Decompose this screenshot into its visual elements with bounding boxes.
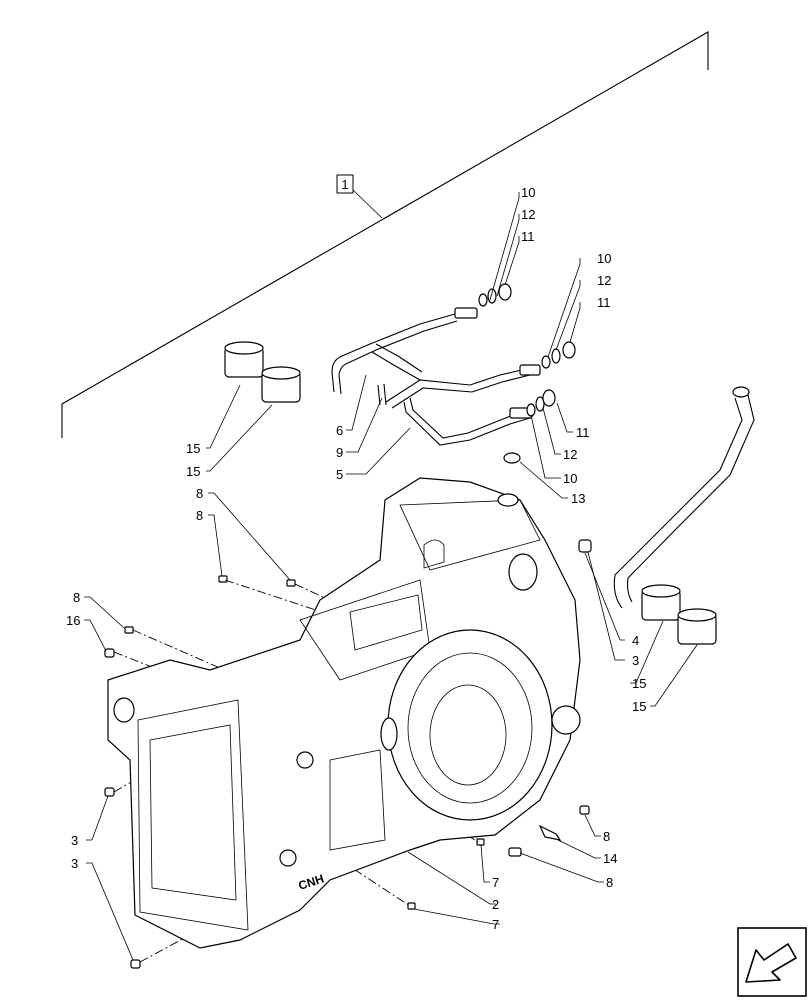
pipe-assembly [331,283,576,464]
assembly-bracket: 1 [61,31,709,438]
callout-4: 4 [632,633,639,648]
arrow-down-left-icon[interactable] [737,927,807,997]
bushing-left-upper [224,341,264,378]
callout-10: 10 [521,185,535,200]
callout-6: 6 [336,423,343,438]
callout-3: 3 [71,856,78,871]
callout-15: 15 [632,676,646,691]
callout-10: 10 [563,471,577,486]
leader-lines [84,192,698,961]
bushing-left-lower [261,366,301,403]
callout-16: 16 [66,613,80,628]
callout-2: 2 [492,897,499,912]
callout-11: 11 [521,229,535,244]
callout-15: 15 [632,699,646,714]
callout-15: 15 [186,464,200,479]
callout-8: 8 [73,590,80,605]
callout-8: 8 [196,486,203,501]
callout-5: 5 [336,467,343,482]
callout-9: 9 [336,445,343,460]
callout-12: 12 [563,447,577,462]
callout-7: 7 [492,875,499,890]
callout-3: 3 [71,833,78,848]
callout-8: 8 [196,508,203,523]
callout-12: 12 [521,207,535,222]
transmission-housing: CNH [107,477,581,949]
callout-14: 14 [603,851,617,866]
callout-3: 3 [632,653,639,668]
callout-13: 13 [571,491,585,506]
bushing-right-lower [677,608,717,645]
callout-15: 15 [186,441,200,456]
callout-11: 11 [576,425,590,440]
dowel-pins [104,539,592,969]
bushing-right-upper [641,584,681,621]
callout-7: 7 [492,917,499,932]
assembly-label: 1 [341,177,348,192]
callout-labels: 10 12 11 10 12 11 11 12 10 13 6 9 5 15 1… [66,185,646,932]
callout-8: 8 [603,829,610,844]
callout-12: 12 [597,273,611,288]
callout-10: 10 [597,251,611,266]
callout-8: 8 [606,875,613,890]
dipstick-tube [613,386,755,609]
callout-11: 11 [597,295,611,310]
